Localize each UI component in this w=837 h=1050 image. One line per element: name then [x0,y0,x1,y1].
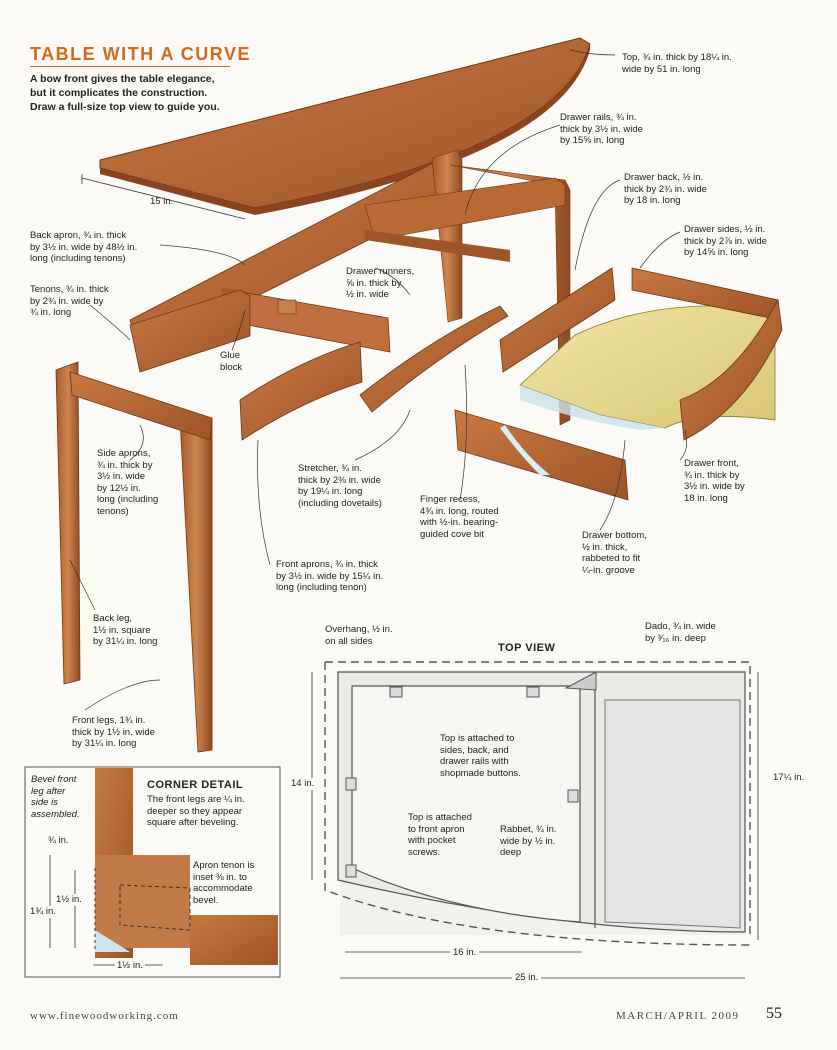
label-back-apron: Back apron, ¾ in. thick by 3½ in. wide b… [30,230,138,264]
corner-dim-bottom: 1½ in. [115,960,145,972]
label-drawer-sides: Drawer sides, ½ in. thick by 2⅞ in. wide… [684,224,767,258]
title-underline [30,66,230,67]
label-drawer-bottom: Drawer bottom, ½ in. thick, rabbeted to … [582,530,647,576]
corner-dim-quarter: ¾ in. [48,835,69,846]
table-top [99,37,591,215]
label-buttons-note: Top is attached to sides, back, and draw… [440,733,521,779]
label-rabbet: Rabbet, ¾ in. wide by ½ in. deep [500,824,557,858]
label-drawer-back: Drawer back, ½ in. thick by 2¾ in. wide … [624,172,707,206]
intro-text: A bow front gives the table elegance, bu… [30,73,220,113]
label-drawer-front: Drawer front, ¾ in. thick by 3½ in. wide… [684,458,745,504]
corner-detail-text: The front legs are ¼ in. deeper so they … [147,794,245,828]
label-front-aprons: Front aprons, ¾ in. thick by 3½ in. wide… [276,559,384,593]
side-apron [129,289,251,373]
top-width-dimension [81,174,246,220]
footer-issue: MARCH/APRIL 2009 [616,1010,740,1022]
dim-16: 16 in. [450,947,480,959]
page-number: 55 [766,1005,782,1022]
corner-dim-1half: 1½ in. [56,894,82,906]
drawer-back [454,409,629,501]
label-top: Top, ¾ in. thick by 18¼ in. wide by 51 i… [622,52,732,75]
label-glue-block: Glue block [220,350,243,373]
corner-detail-heading: CORNER DETAIL [147,779,244,791]
drawer-side-left [499,267,616,373]
label-screws-note: Top is attached to front apron with pock… [408,812,472,858]
label-finger-recess: Finger recess, 4¾ in. long, routed with … [420,494,499,540]
corner-tenon-note: Apron tenon is inset ⅜ in. to accommodat… [193,860,255,906]
label-back-leg: Back leg, 1½ in. square by 31¼ in. long [93,613,158,647]
label-drawer-runners: Drawer runners, ⅝ in. thick by ½ in. wid… [346,266,415,300]
label-overhang: Overhang, ½ in. on all sides [325,624,393,647]
label-stretcher: Stretcher, ¾ in. thick by 2⅜ in. wide by… [298,463,382,509]
back-leg [55,361,81,685]
footer-site: www.finewoodworking.com [30,1010,179,1022]
label-tenons: Tenons, ¾ in. thick by 2¾ in. wide by ¾ … [30,284,109,318]
page-title: TABLE WITH A CURVE [30,44,251,64]
dim-right: 17¼ in. [773,772,805,783]
label-front-legs: Front legs, 1¾ in. thick by 1½ in. wide … [72,715,155,749]
corner-dim-1three: 1¾ in. [30,906,56,918]
top-view-plan [324,661,751,946]
leader-lines [69,49,687,711]
top-view-heading: TOP VIEW [498,642,556,654]
dim-25: 25 in. [512,972,542,984]
corner-detail-drawing [24,766,281,978]
corner-bevel-note: Bevel front leg after side is assembled. [31,774,80,820]
label-drawer-rails: Drawer rails, ¾ in. thick by 3½ in. wide… [560,112,643,146]
front-apron-curved [239,341,363,441]
drawer-assembly [519,267,783,441]
front-leg [69,371,213,753]
dim-depth: 14 in. [291,778,315,790]
label-top-width: 15 in. [150,196,174,207]
label-dado: Dado, ¾ in. wide by ³⁄₁₆ in. deep [645,621,716,644]
stretcher [359,305,509,413]
label-side-aprons: Side aprons, ¾ in. thick by 3½ in. wide … [97,448,159,517]
